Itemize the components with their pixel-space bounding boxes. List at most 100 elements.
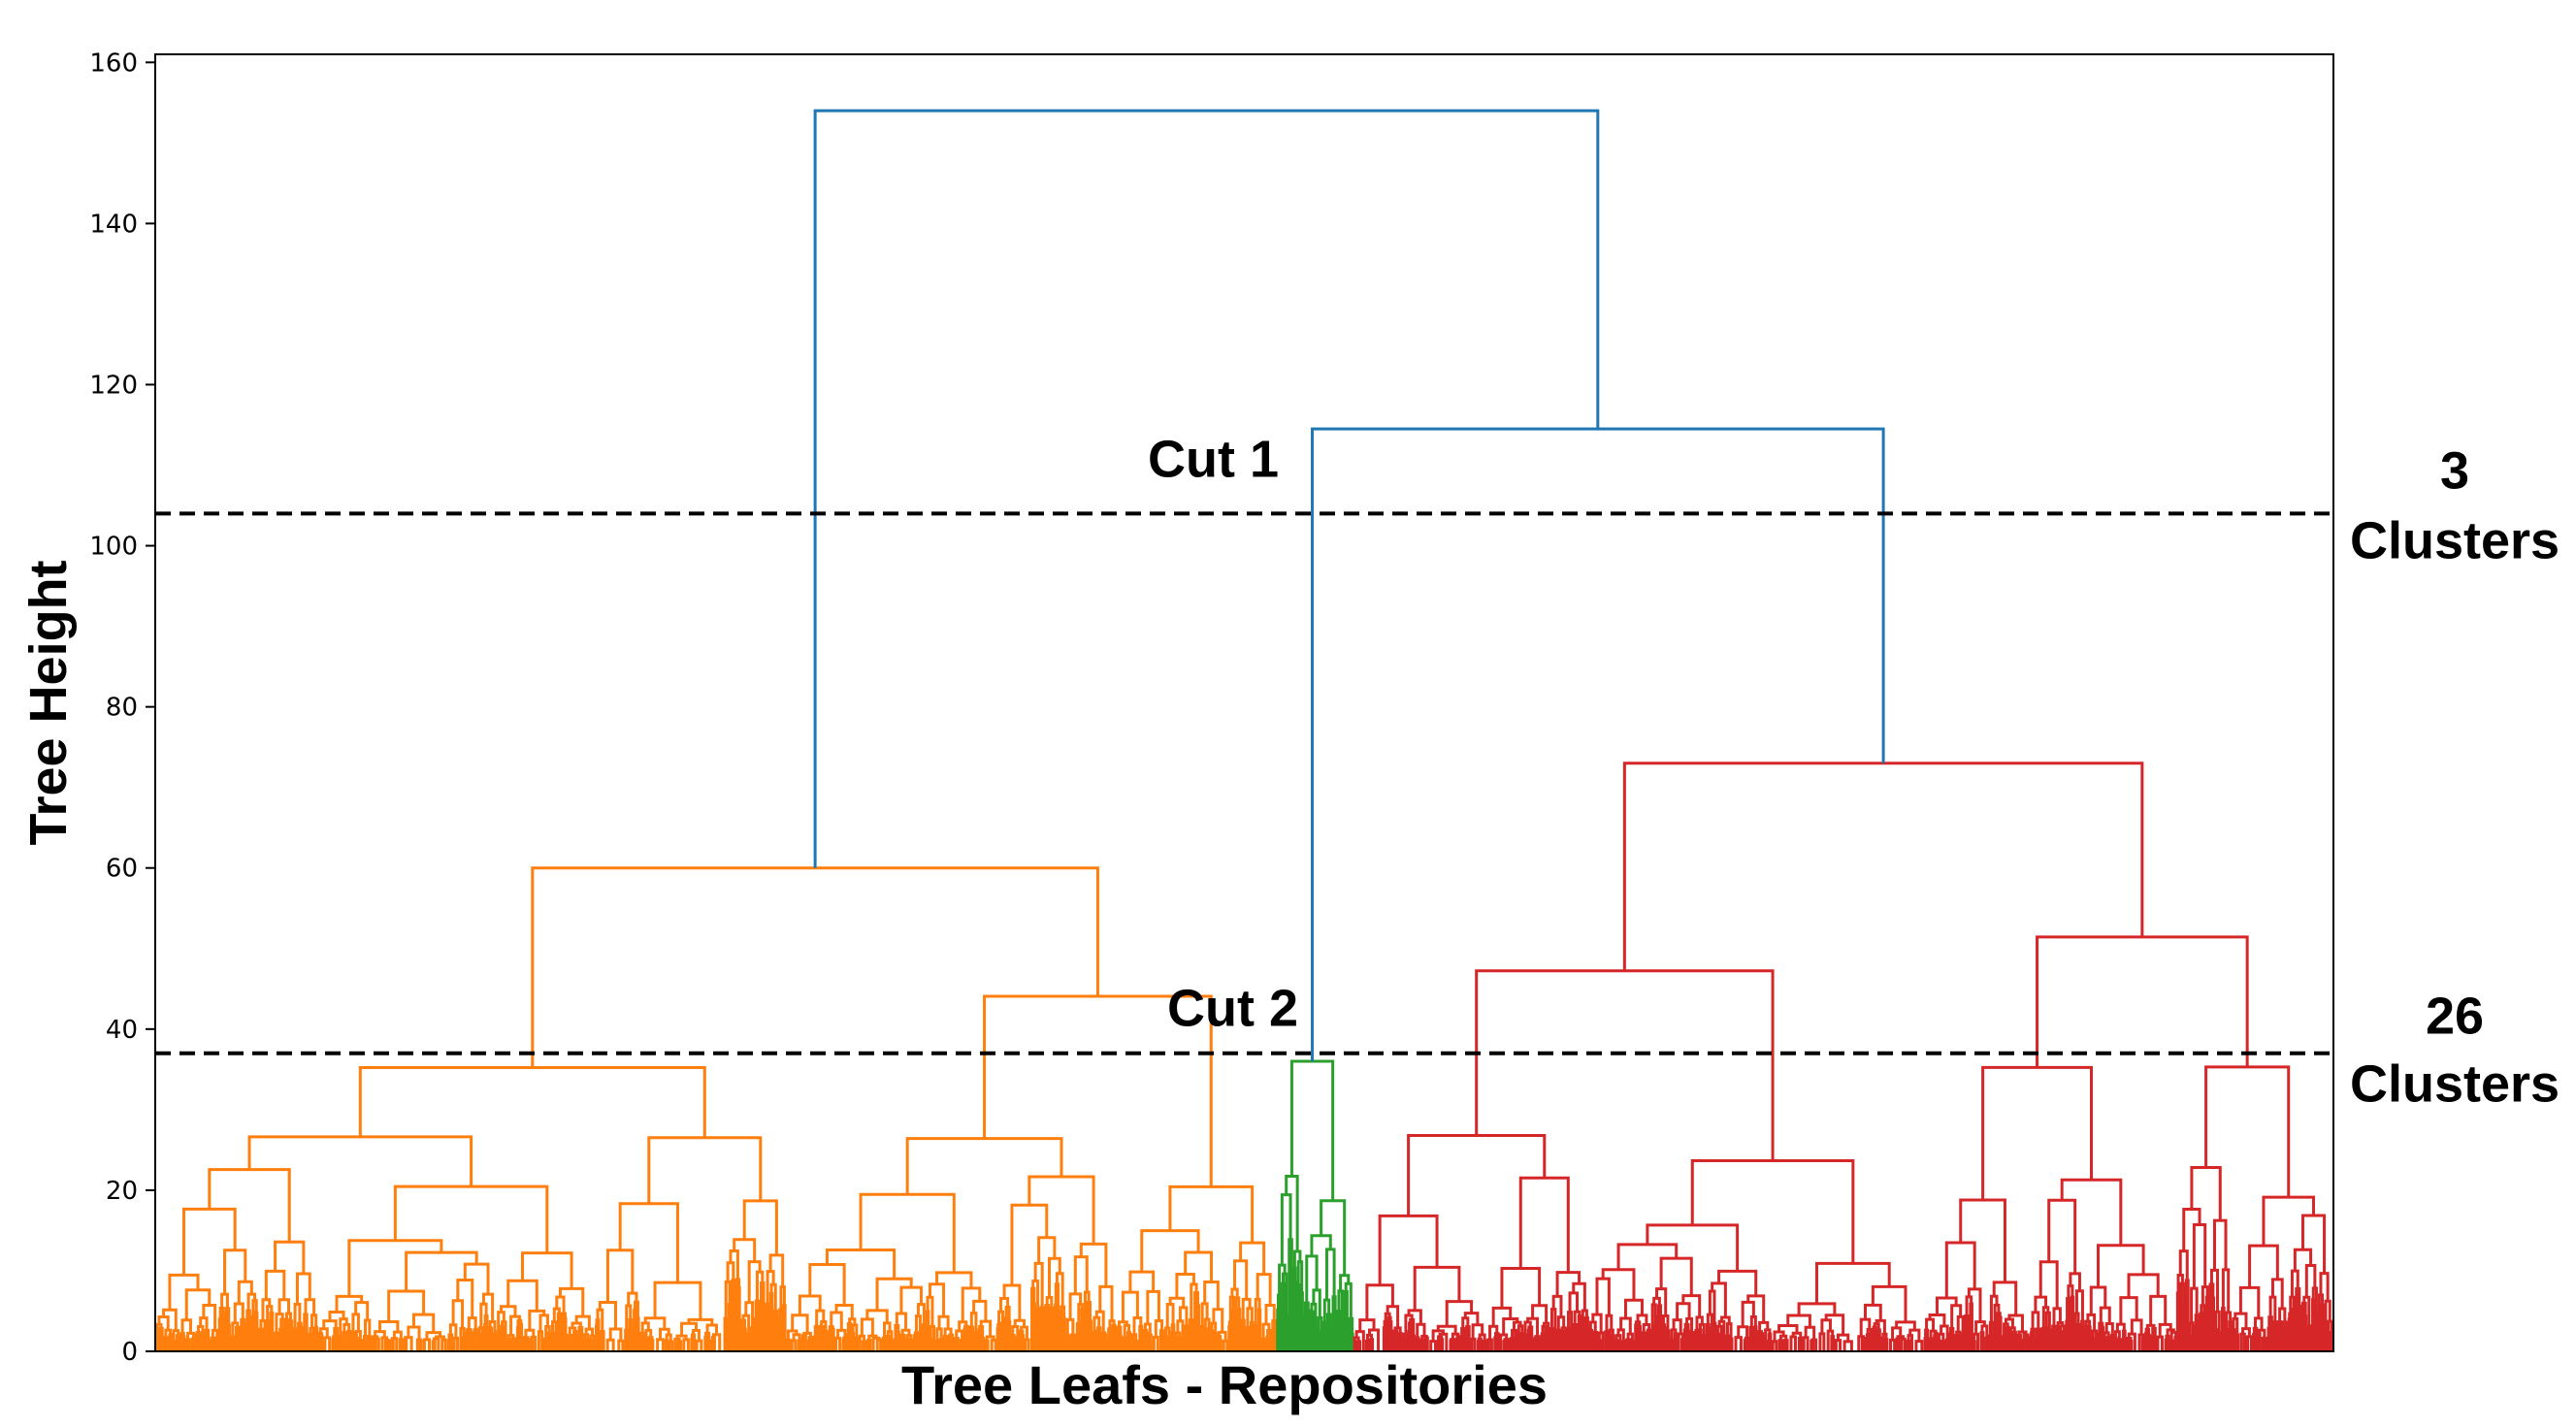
dendrogram-branch bbox=[1617, 1340, 1623, 1351]
dendrogram-branch bbox=[1327, 1331, 1333, 1351]
dendrogram-branch bbox=[2326, 1335, 2331, 1351]
dendrogram-branch bbox=[1606, 1335, 1611, 1351]
dendrogram-branch bbox=[2252, 1333, 2257, 1351]
dendrogram-branch bbox=[357, 1339, 364, 1351]
cut-lines bbox=[155, 511, 2333, 1055]
dendrogram-branch bbox=[206, 1339, 212, 1351]
dendrogram-branch bbox=[461, 1340, 466, 1351]
dendrogram-branch bbox=[1830, 1335, 1836, 1351]
dendrogram-branch bbox=[573, 1333, 579, 1351]
dendrogram-branch bbox=[1074, 1333, 1080, 1351]
dendrogram-branch bbox=[1500, 1266, 1542, 1309]
dendrogram-branch bbox=[676, 1340, 683, 1351]
dendrogram-branch bbox=[1003, 1316, 1009, 1351]
dendrogram-branch bbox=[2018, 1338, 2023, 1351]
dendrogram-branch bbox=[335, 1294, 364, 1313]
dendrogram-branch bbox=[1665, 1329, 1671, 1351]
dendrogram-branch bbox=[1574, 1335, 1579, 1351]
dendrogram-branch bbox=[1413, 1265, 1461, 1311]
dendrogram-branch bbox=[2005, 1325, 2010, 1351]
dendrogram-branch bbox=[710, 1335, 716, 1351]
dendrogram-branch bbox=[547, 1331, 552, 1351]
dendrogram-branch bbox=[1027, 1175, 1095, 1245]
y-tick-label: 40 bbox=[106, 1016, 138, 1045]
dendrogram-branch bbox=[2190, 1334, 2196, 1351]
dendrogram-branch bbox=[1464, 1335, 1469, 1351]
dendrogram-branch bbox=[682, 1338, 690, 1351]
dendrogram-branch bbox=[1020, 1334, 1026, 1351]
dendrogram-branch bbox=[2128, 1339, 2134, 1351]
dendrogram-branch bbox=[2178, 1302, 2184, 1351]
dendrogram-branch bbox=[521, 1251, 573, 1289]
dendrogram-branch bbox=[165, 1338, 170, 1351]
dendrogram-branch bbox=[2116, 1340, 2121, 1351]
dendrogram-branch bbox=[1940, 1340, 1946, 1351]
dendrogram-branch bbox=[1880, 1337, 1886, 1351]
dendrogram-branch bbox=[1325, 1331, 1330, 1351]
dendrogram-branch bbox=[364, 1318, 372, 1337]
dendrogram-branch bbox=[2300, 1308, 2305, 1351]
dendrogram-branch bbox=[247, 1135, 473, 1187]
dendrogram-branch bbox=[1933, 1331, 1939, 1351]
dendrogram-branch bbox=[746, 1332, 752, 1351]
dendrogram-branch bbox=[861, 1340, 867, 1351]
dendrogram-branch bbox=[643, 1336, 649, 1351]
y-tick-label: 100 bbox=[89, 533, 138, 562]
dendrogram-branch bbox=[1276, 1308, 1281, 1351]
dendrogram-branch bbox=[2293, 1248, 2313, 1272]
dendrogram-branch bbox=[1923, 1337, 1928, 1351]
dendrogram-branch bbox=[1673, 1332, 1678, 1351]
dendrogram-branch bbox=[846, 1333, 851, 1351]
dendrogram-branch bbox=[653, 1281, 702, 1320]
dendrogram-branch bbox=[2168, 1339, 2174, 1351]
dendrogram-branch bbox=[1614, 1339, 1619, 1351]
dendrogram-branch bbox=[1325, 1313, 1332, 1333]
dendrogram-branch bbox=[764, 1316, 768, 1351]
dendrogram-branch bbox=[452, 1336, 460, 1351]
dendrogram-branch bbox=[1342, 1307, 1348, 1351]
dendrogram-branch bbox=[1190, 1334, 1195, 1351]
dendrogram-branch bbox=[1139, 1336, 1144, 1351]
dendrogram-branch bbox=[937, 1314, 950, 1329]
dendrogram-branch bbox=[1059, 1328, 1064, 1351]
dendrogram-branch bbox=[1698, 1328, 1703, 1351]
dendrogram-branch bbox=[249, 1329, 255, 1351]
dendrogram-branch bbox=[556, 1327, 561, 1351]
dendrogram-branch bbox=[2246, 1335, 2253, 1351]
dendrogram-branch bbox=[1034, 1313, 1039, 1351]
dendrogram-branch bbox=[1647, 1331, 1653, 1351]
dendrogram-branch bbox=[585, 1338, 591, 1351]
dendrogram-branch bbox=[157, 1337, 162, 1351]
dendrogram-branch bbox=[2090, 1338, 2096, 1351]
dendrogram-branch bbox=[276, 1336, 280, 1351]
dendrogram-branch bbox=[1209, 1329, 1215, 1351]
dendrogram-branch bbox=[194, 1333, 200, 1351]
dendrogram-branch bbox=[171, 1339, 177, 1351]
dendrogram-branch bbox=[226, 1323, 231, 1351]
dendrogram-branch bbox=[765, 1302, 771, 1319]
dendrogram-branch bbox=[565, 1337, 571, 1351]
dendrogram-branch bbox=[2050, 1328, 2055, 1351]
dendrogram-branch bbox=[2175, 1291, 2181, 1351]
dendrogram-branch bbox=[974, 1335, 980, 1351]
cut-2-cluster-count: 26 bbox=[2426, 988, 2484, 1046]
dendrogram-branch bbox=[942, 1335, 948, 1351]
dendrogram-branch bbox=[294, 1338, 299, 1351]
dendrogram-branch bbox=[1493, 1336, 1498, 1351]
dendrogram-branch bbox=[2221, 1307, 2226, 1351]
dendrogram-branch bbox=[1522, 1333, 1528, 1351]
dendrogram-branch bbox=[2070, 1295, 2075, 1351]
dendrogram-branch bbox=[1429, 1340, 1438, 1351]
dendrogram-branch bbox=[505, 1338, 511, 1351]
dendrogram-branch bbox=[1089, 1334, 1093, 1351]
dendrogram-branch bbox=[1147, 1333, 1153, 1351]
dendrogram-branch bbox=[1797, 1337, 1804, 1351]
dendrogram-branch bbox=[785, 1338, 792, 1351]
dendrogram-branch bbox=[1009, 1333, 1016, 1351]
dendrogram-branch bbox=[1177, 1337, 1183, 1351]
dendrogram-branch bbox=[1701, 1339, 1706, 1351]
dendrogram-branch bbox=[1218, 1339, 1223, 1351]
dendrogram-branch bbox=[749, 1326, 756, 1335]
dendrogram-branch bbox=[2017, 1330, 2028, 1336]
dendrogram-branch bbox=[1514, 1331, 1518, 1351]
